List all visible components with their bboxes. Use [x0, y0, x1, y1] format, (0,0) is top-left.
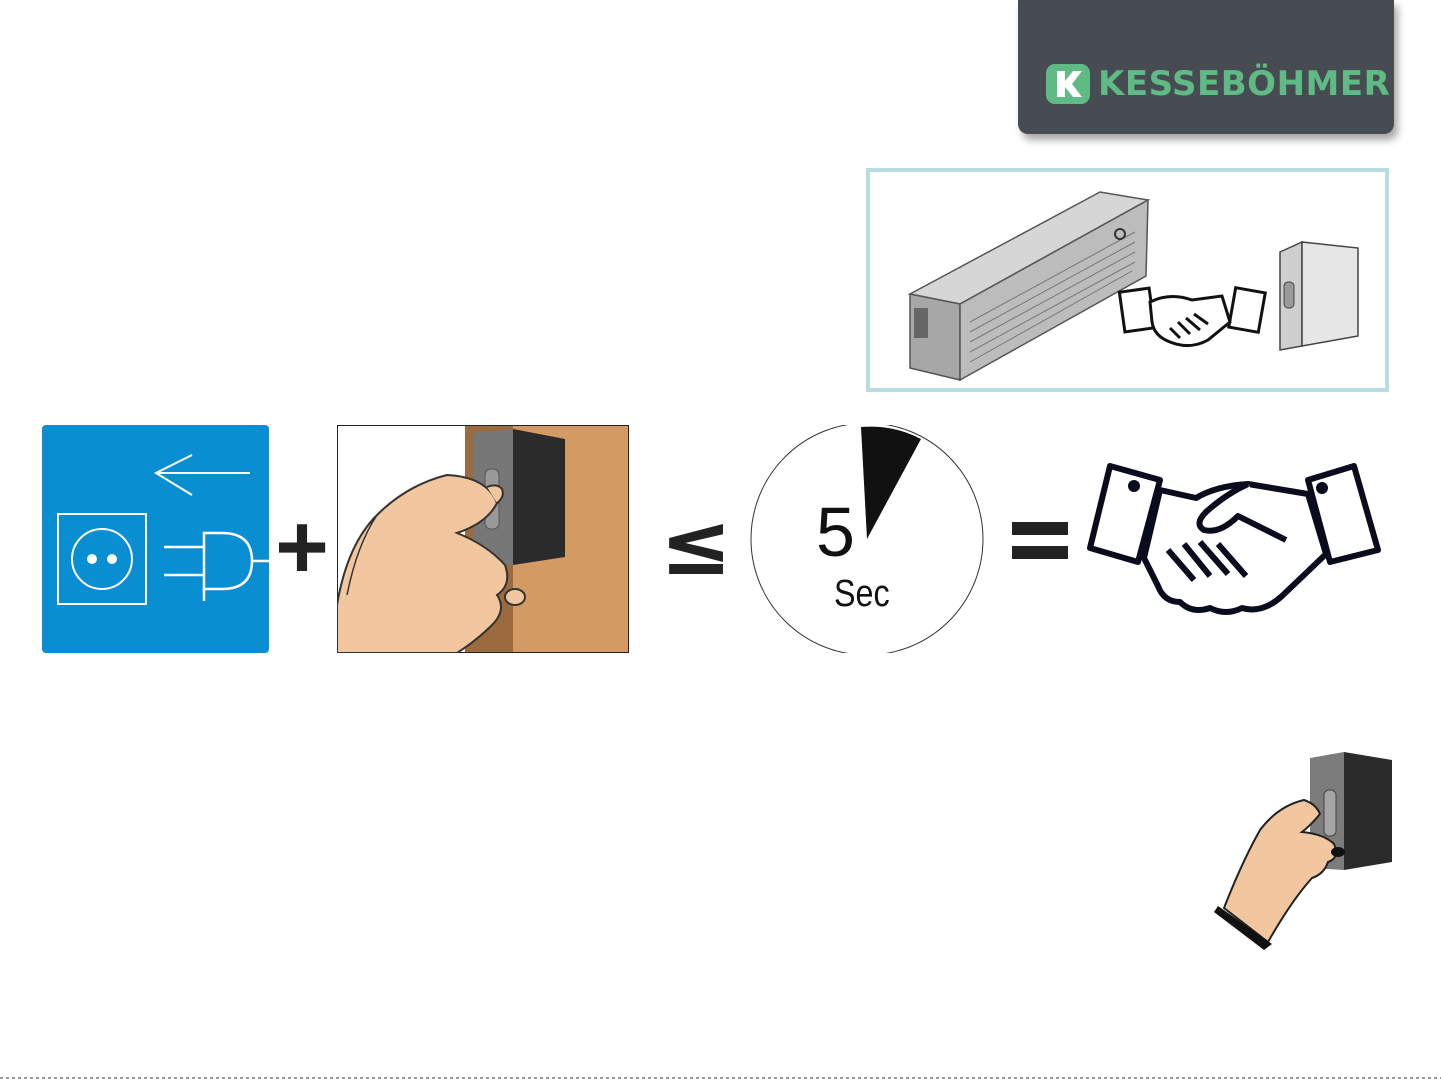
- brand-name: KESSEBÖHMER: [1098, 62, 1390, 106]
- brand-logo-tab: KESSEBÖHMER: [1018, 0, 1394, 134]
- timer-icon: [749, 425, 987, 653]
- arrow-left-icon: [156, 455, 250, 495]
- handshake-small-icon: [1119, 288, 1265, 346]
- battery-device-icon: [870, 172, 1385, 388]
- kessebohmer-logo-icon: [1046, 64, 1090, 104]
- device-pairing-illustration: [866, 168, 1389, 392]
- hand-press-switch-small-icon: [1212, 750, 1402, 950]
- switch-icon: [1280, 242, 1358, 350]
- handshake-icon: [1086, 458, 1382, 628]
- bottom-divider: [0, 1077, 1441, 1079]
- power-socket-icon: [58, 514, 146, 604]
- power-connect-panel: [42, 425, 269, 653]
- timer-seconds-unit: Sec: [834, 572, 890, 616]
- equals-operator: =: [1012, 518, 1070, 564]
- less-or-equal-operator: ≤: [660, 500, 726, 590]
- plus-operator: +: [272, 512, 332, 582]
- plug-icon: [164, 533, 269, 601]
- hand-press-switch-icon: [337, 425, 629, 653]
- timer-seconds-value: 5: [816, 492, 855, 572]
- press-switch-panel: [337, 425, 629, 653]
